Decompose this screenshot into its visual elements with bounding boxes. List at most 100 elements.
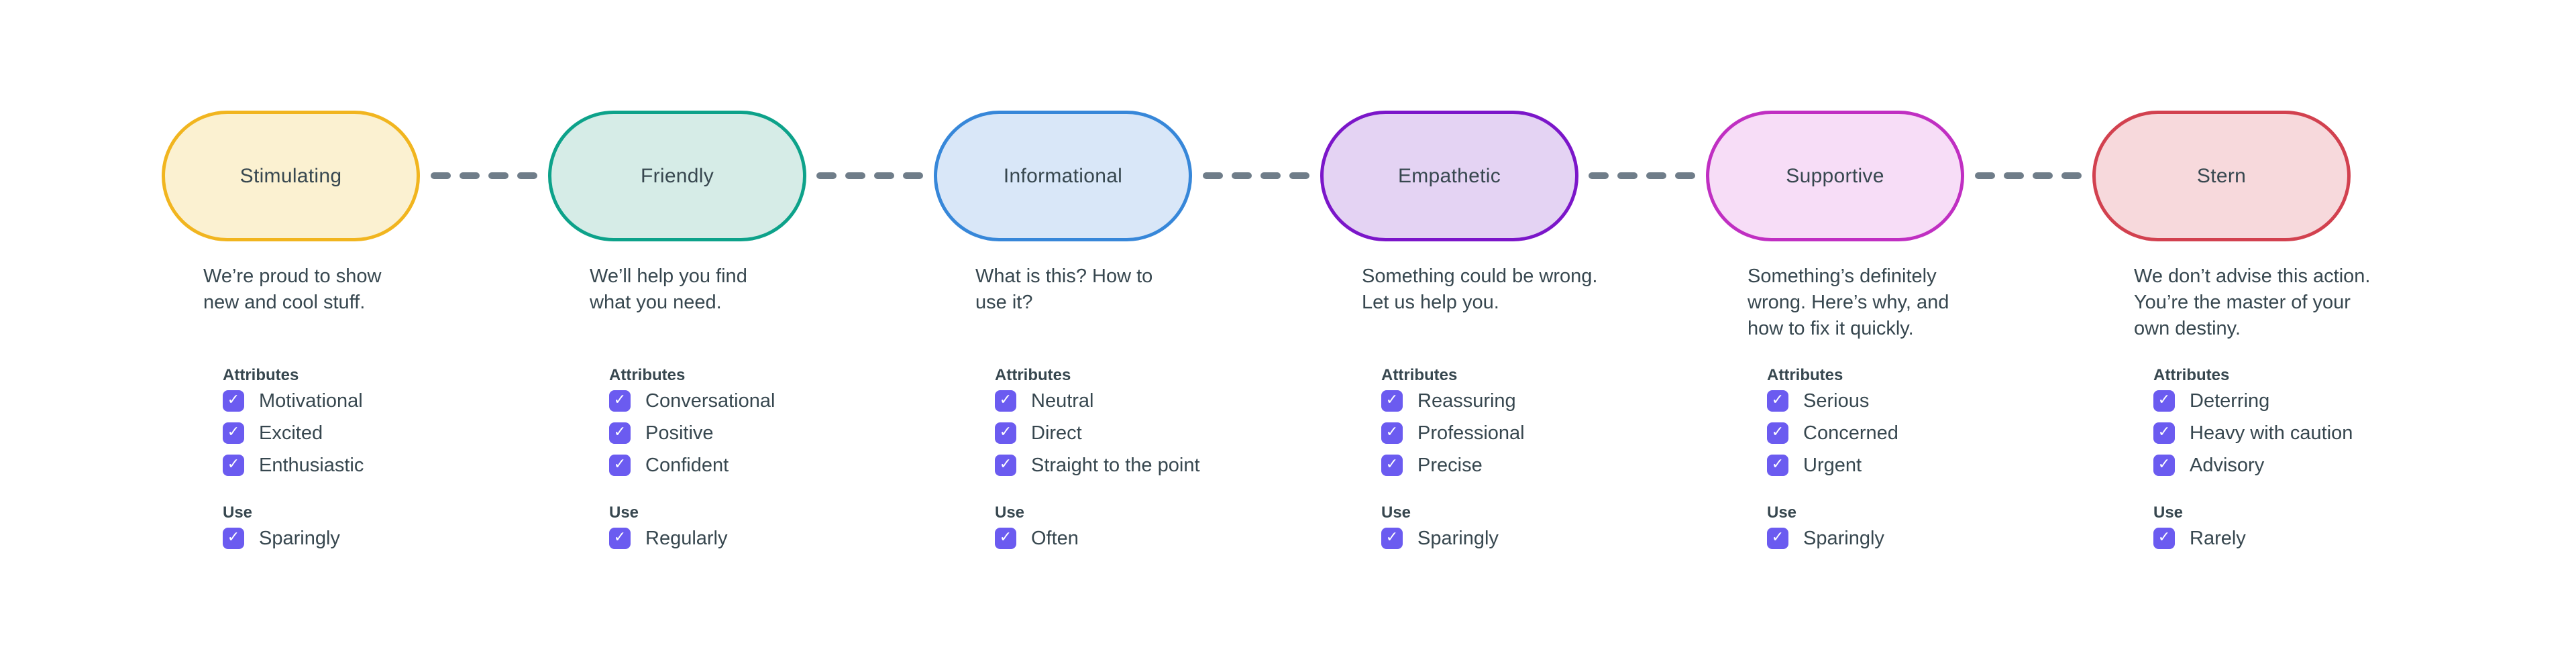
use-label: Regularly: [645, 527, 728, 549]
checkbox-checked[interactable]: ✓: [2153, 455, 2175, 476]
use-label: Sparingly: [1417, 527, 1499, 549]
attribute-label: Advisory: [2190, 454, 2265, 476]
attribute-checkbox-row[interactable]: ✓ Reassuring: [1381, 390, 1525, 412]
description-line: We’re proud to show: [203, 266, 382, 287]
attribute-checkbox-row[interactable]: ✓ Excited: [223, 422, 364, 444]
description-line: Something could be wrong.: [1362, 266, 1598, 287]
use-checkbox-row[interactable]: ✓ Rarely: [2153, 528, 2246, 549]
description-line: We don’t advise this action.: [2134, 266, 2371, 287]
attribute-label: Direct: [1031, 422, 1082, 444]
tone-node-pill: Stimulating: [162, 111, 420, 241]
attribute-checkbox-row[interactable]: ✓ Confident: [609, 455, 775, 476]
use-label: Rarely: [2190, 527, 2246, 549]
connector-dashed-line: [1975, 172, 2082, 179]
attributes-heading: Attributes: [223, 366, 299, 384]
checkbox-checked[interactable]: ✓: [223, 455, 244, 476]
checkbox-checked[interactable]: ✓: [2153, 528, 2175, 549]
use-checkbox-row[interactable]: ✓ Regularly: [609, 528, 728, 549]
checkbox-checked[interactable]: ✓: [223, 422, 244, 444]
attribute-checkbox-row[interactable]: ✓ Deterring: [2153, 390, 2353, 412]
tone-node-pill: Stern: [2092, 111, 2351, 241]
attributes-heading: Attributes: [995, 366, 1071, 384]
tone-column-informational: Informational What is this? How to use i…: [870, 111, 1256, 580]
attributes-section: Attributes ✓ Reassuring ✓ Professional ✓…: [1381, 365, 1525, 487]
check-icon: ✓: [227, 529, 240, 546]
checkbox-checked[interactable]: ✓: [995, 455, 1016, 476]
checkbox-checked[interactable]: ✓: [223, 390, 244, 412]
checkbox-checked[interactable]: ✓: [609, 422, 631, 444]
checkbox-checked[interactable]: ✓: [1381, 528, 1403, 549]
check-icon: ✓: [613, 392, 627, 408]
attribute-checkbox-row[interactable]: ✓ Motivational: [223, 390, 364, 412]
connector-dashed-line: [816, 172, 924, 179]
use-checkbox-row[interactable]: ✓ Often: [995, 528, 1079, 549]
checkbox-checked[interactable]: ✓: [1767, 528, 1788, 549]
attribute-checkbox-row[interactable]: ✓ Concerned: [1767, 422, 1898, 444]
tone-description: We’ll help you find what you need.: [590, 263, 747, 316]
use-checkbox-row[interactable]: ✓ Sparingly: [1381, 528, 1499, 549]
check-icon: ✓: [1385, 456, 1399, 473]
attribute-checkbox-row[interactable]: ✓ Positive: [609, 422, 775, 444]
description-line: what you need.: [590, 292, 722, 313]
attribute-checkbox-row[interactable]: ✓ Conversational: [609, 390, 775, 412]
check-icon: ✓: [1771, 529, 1784, 546]
checkbox-checked[interactable]: ✓: [223, 528, 244, 549]
tone-column-stimulating: Stimulating We’re proud to show new and …: [98, 111, 484, 580]
tone-name: Stimulating: [239, 164, 342, 187]
use-checkbox-row[interactable]: ✓ Sparingly: [1767, 528, 1884, 549]
attribute-checkbox-row[interactable]: ✓ Heavy with caution: [2153, 422, 2353, 444]
attribute-checkbox-row[interactable]: ✓ Direct: [995, 422, 1200, 444]
attribute-checkbox-row[interactable]: ✓ Neutral: [995, 390, 1200, 412]
attribute-checkbox-row[interactable]: ✓ Urgent: [1767, 455, 1898, 476]
description-line: What is this? How to: [975, 266, 1153, 287]
description-line: Let us help you.: [1362, 292, 1499, 313]
tone-column-empathetic: Empathetic Something could be wrong. Let…: [1256, 111, 1643, 580]
tone-description: Something could be wrong. Let us help yo…: [1362, 263, 1597, 316]
checkbox-checked[interactable]: ✓: [995, 422, 1016, 444]
description-line: We’ll help you find: [590, 266, 747, 287]
attribute-checkbox-row[interactable]: ✓ Precise: [1381, 455, 1525, 476]
checkbox-checked[interactable]: ✓: [1381, 455, 1403, 476]
attribute-checkbox-row[interactable]: ✓ Enthusiastic: [223, 455, 364, 476]
attributes-heading: Attributes: [609, 366, 686, 384]
check-icon: ✓: [2157, 424, 2171, 440]
checkbox-checked[interactable]: ✓: [995, 528, 1016, 549]
tone-column-stern: Stern We don’t advise this action. You’r…: [2029, 111, 2415, 580]
tone-name: Stern: [2196, 164, 2247, 187]
attribute-checkbox-row[interactable]: ✓ Professional: [1381, 422, 1525, 444]
checkbox-checked[interactable]: ✓: [609, 455, 631, 476]
checkbox-checked[interactable]: ✓: [609, 390, 631, 412]
checkbox-checked[interactable]: ✓: [1381, 422, 1403, 444]
attribute-checkbox-row[interactable]: ✓ Advisory: [2153, 455, 2353, 476]
tone-node-pill: Informational: [934, 111, 1192, 241]
use-checkbox-row[interactable]: ✓ Sparingly: [223, 528, 340, 549]
check-icon: ✓: [999, 456, 1012, 473]
checkbox-checked[interactable]: ✓: [1767, 455, 1788, 476]
check-icon: ✓: [2157, 392, 2171, 408]
attributes-heading: Attributes: [2153, 366, 2230, 384]
use-section: Use ✓ Sparingly: [1381, 503, 1499, 560]
attribute-label: Serious: [1803, 390, 1870, 412]
attribute-label: Positive: [645, 422, 714, 444]
description-line: own destiny.: [2134, 318, 2241, 339]
attribute-label: Deterring: [2190, 390, 2270, 412]
description-line: new and cool stuff.: [203, 292, 366, 313]
attribute-checkbox-row[interactable]: ✓ Straight to the point: [995, 455, 1200, 476]
checkbox-checked[interactable]: ✓: [1381, 390, 1403, 412]
attributes-section: Attributes ✓ Serious ✓ Concerned ✓ Urgen…: [1767, 365, 1898, 487]
checkbox-checked[interactable]: ✓: [2153, 422, 2175, 444]
description-line: use it?: [975, 292, 1033, 313]
checkbox-checked[interactable]: ✓: [1767, 390, 1788, 412]
checkbox-checked[interactable]: ✓: [1767, 422, 1788, 444]
connector-dashed-line: [431, 172, 538, 179]
tone-name: Supportive: [1786, 164, 1884, 187]
use-label: Often: [1031, 527, 1079, 549]
attribute-checkbox-row[interactable]: ✓ Serious: [1767, 390, 1898, 412]
use-heading: Use: [223, 504, 253, 522]
checkbox-checked[interactable]: ✓: [995, 390, 1016, 412]
use-section: Use ✓ Regularly: [609, 503, 728, 560]
checkbox-checked[interactable]: ✓: [609, 528, 631, 549]
use-section: Use ✓ Sparingly: [1767, 503, 1884, 560]
checkbox-checked[interactable]: ✓: [2153, 390, 2175, 412]
